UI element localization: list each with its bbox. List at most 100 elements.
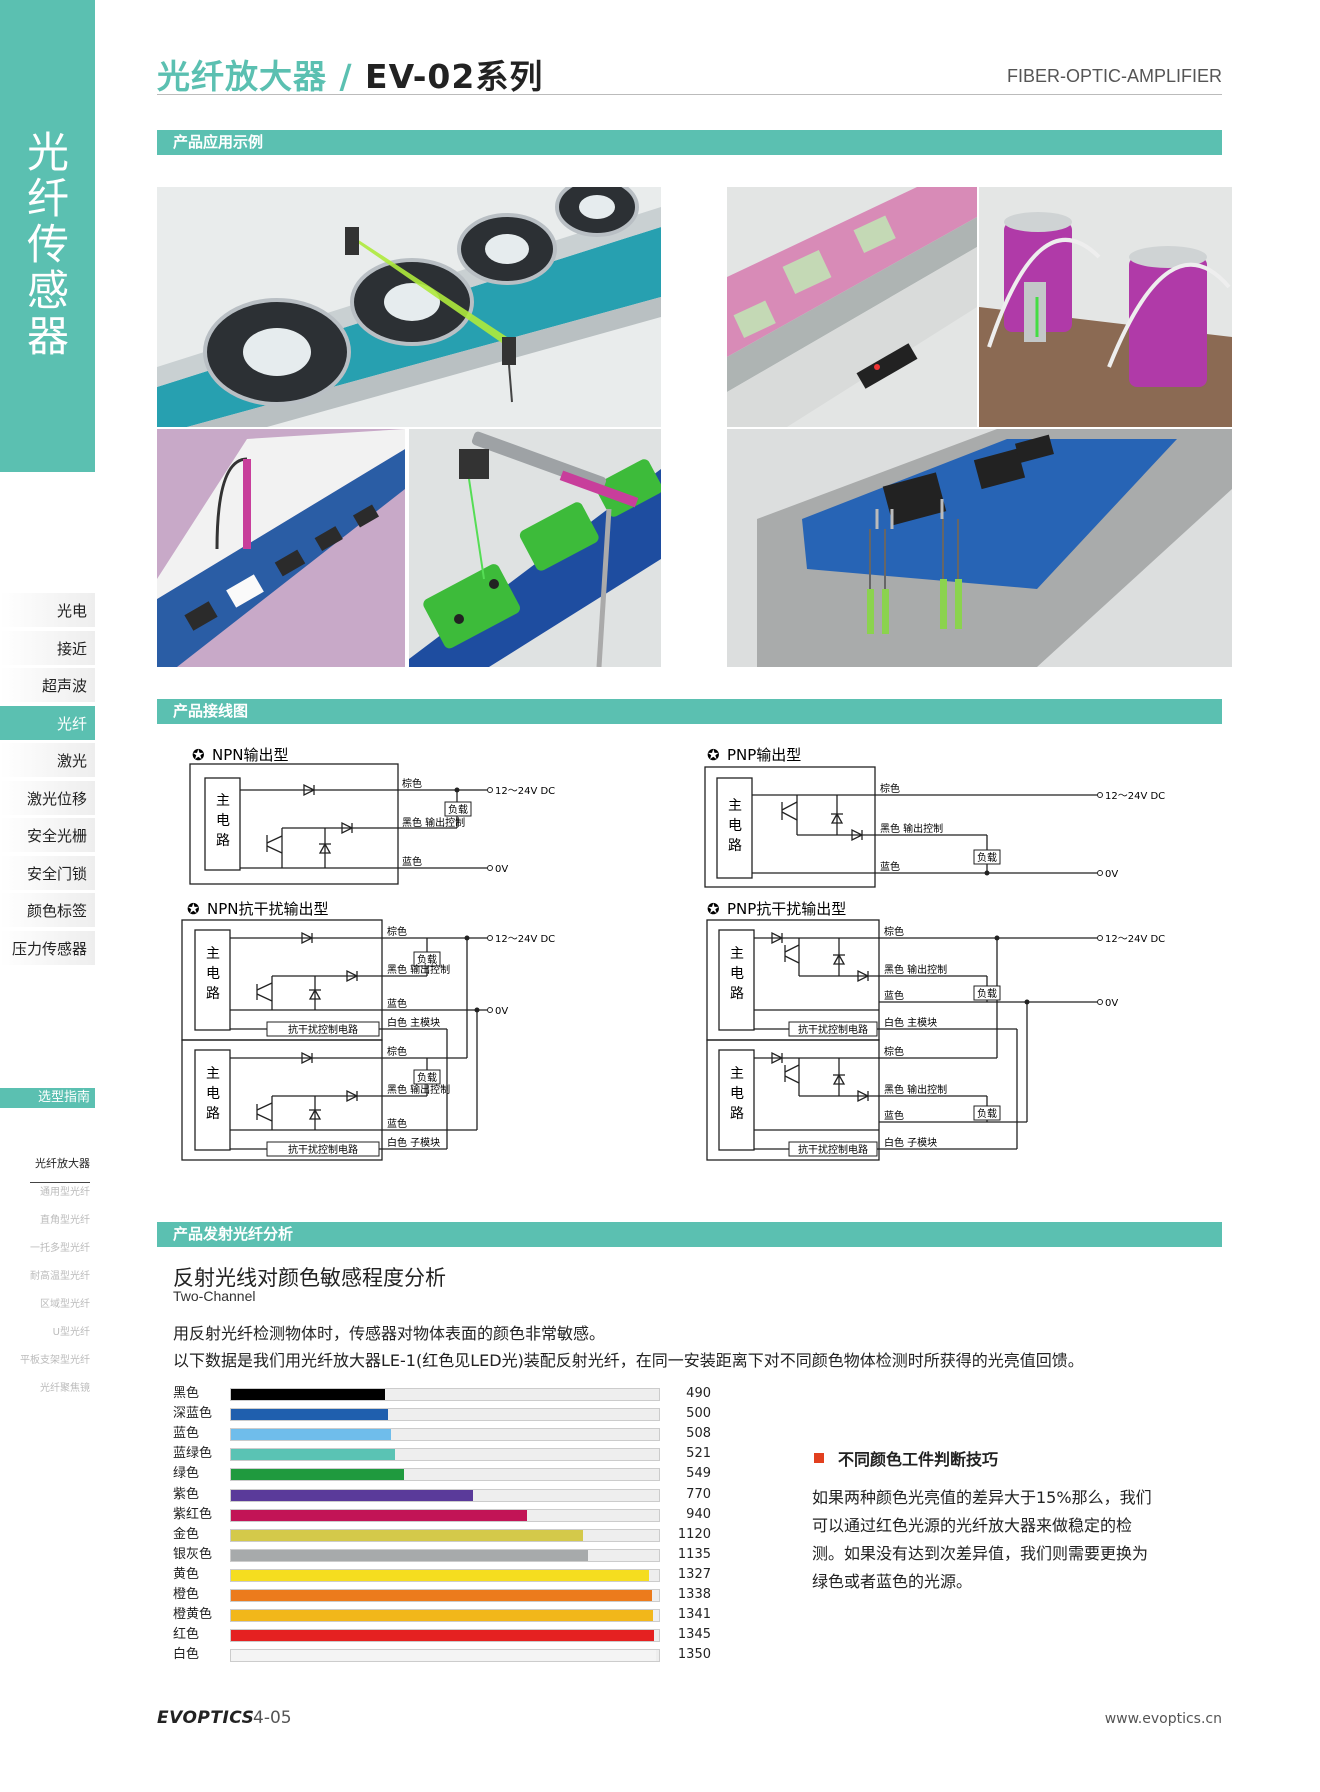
npn-ai-main-1: 主 <box>206 946 220 962</box>
photo-ic-chips <box>727 429 1232 667</box>
selection-guide-item[interactable]: 光纤聚焦镜 <box>40 1383 90 1394</box>
brightness-track <box>230 1488 660 1502</box>
npn-ai-white-main: 白色 主模块 <box>387 1016 440 1029</box>
sidebar-nav-item[interactable]: 接近 <box>0 630 95 667</box>
sidebar-nav-item[interactable]: 压力传感器 <box>0 930 95 967</box>
brightness-value: 1135 <box>677 1546 711 1562</box>
brightness-track <box>230 1468 660 1482</box>
sidebar-nav-item[interactable]: 安全光栅 <box>0 818 95 854</box>
photo-bearings-conveyor <box>157 187 661 427</box>
brightness-label: 绿色 <box>173 1466 200 1482</box>
brightness-value: 508 <box>686 1426 711 1442</box>
brightness-bar <box>231 1610 654 1622</box>
pnp-main-3: 路 <box>728 838 742 854</box>
tip-title: 不同颜色工件判断技巧 <box>812 1446 998 1470</box>
npn-ai-diagram: ✪ NPN抗干扰输出型 主 电 路 <box>181 900 555 1160</box>
photo-pcb-conveyor <box>727 187 977 427</box>
pnp-ai-blue-1: 蓝色 <box>884 989 904 1002</box>
pnp-blue: 蓝色 <box>880 860 900 873</box>
selection-guide-item[interactable]: U型光纤 <box>52 1327 90 1338</box>
brightness-label: 黑色 <box>173 1386 200 1401</box>
sidebar-nav-item[interactable]: 颜色标签 <box>0 893 95 929</box>
page-number: 4-05 <box>253 1708 292 1728</box>
pnp-heading: PNP输出型 <box>727 746 801 764</box>
brightness-value: 521 <box>686 1446 711 1462</box>
pnp-ai-brown-2: 棕色 <box>884 1045 904 1058</box>
sidebar-nav-item[interactable]: 激光 <box>0 743 95 779</box>
pnp-ai-load-2: 负载 <box>977 1107 997 1120</box>
sidebar-nav-item[interactable]: 光纤 <box>0 705 95 742</box>
brightness-label: 橙黄色 <box>173 1607 213 1623</box>
pnp-ai-brown-1: 棕色 <box>884 925 904 938</box>
pnp-ai-main-1: 主 <box>730 946 744 962</box>
brightness-track <box>230 1568 660 1582</box>
sidebar-category-title: 光纤传感器 <box>26 128 69 361</box>
npn-ai-load-1: 负载 <box>417 953 437 966</box>
brightness-track <box>230 1508 660 1522</box>
brightness-label: 紫红色 <box>173 1506 213 1522</box>
page-title: 光纤放大器 / EV-02系列 <box>157 50 543 98</box>
pnp-brown: 棕色 <box>880 782 900 795</box>
brightness-bar <box>231 1489 474 1501</box>
section-wiring-heading: 产品接线图 <box>157 699 1222 724</box>
selection-guide-item[interactable]: 平板支架型光纤 <box>20 1355 90 1366</box>
brightness-label: 蓝色 <box>173 1426 200 1442</box>
selection-guide-item[interactable]: 耐高温型光纤 <box>30 1271 90 1282</box>
brightness-label: 黄色 <box>173 1566 200 1582</box>
pnp-zero: 0V <box>1105 869 1118 880</box>
brightness-value: 770 <box>686 1486 711 1502</box>
npn-ai-load-2: 负载 <box>417 1071 437 1084</box>
brightness-value: 1327 <box>677 1566 711 1582</box>
sidebar-nav-item[interactable]: 激光位移 <box>0 780 95 817</box>
brightness-label: 蓝绿色 <box>173 1446 213 1462</box>
pnp-ai-main-3: 路 <box>730 986 744 1002</box>
brightness-value: 1345 <box>677 1627 711 1643</box>
selection-guide-heading: 选型指南 <box>0 1088 95 1108</box>
brightness-bar <box>231 1429 391 1441</box>
npn-ai-white-sub: 白色 子模块 <box>387 1136 440 1149</box>
brightness-bar <box>231 1509 527 1521</box>
npn-ai-blue-1: 蓝色 <box>387 997 407 1010</box>
pnp-ai-supply: 12～24V DC <box>1105 934 1165 945</box>
selection-guide-item[interactable]: 直角型光纤 <box>40 1215 90 1226</box>
brightness-track <box>230 1388 660 1401</box>
selection-guide-item[interactable]: 一托多型光纤 <box>30 1243 90 1254</box>
analysis-text-line-2: 以下数据是我们用光纤放大器LE-1(红色见LED光)装配反射光纤，在同一安装距离… <box>173 1351 1084 1370</box>
sidebar-nav-item[interactable]: 安全门锁 <box>0 855 95 892</box>
analysis-text-line-1: 用反射光纤检测物体时，传感器对物体表面的颜色非常敏感。 <box>173 1324 606 1343</box>
selection-guide-item[interactable]: 区域型光纤 <box>40 1299 90 1310</box>
sidebar-nav-item[interactable]: 超声波 <box>0 668 95 704</box>
npn-ai-circuit-1: 抗干扰控制电路 <box>288 1023 358 1036</box>
pnp-ai-blue-2: 蓝色 <box>884 1109 904 1122</box>
brightness-bar <box>231 1650 656 1662</box>
npn-main-1: 主 <box>216 793 230 809</box>
sidebar-nav-item[interactable]: 光电 <box>0 593 95 629</box>
brightness-row: 蓝绿色 521 <box>173 1444 733 1464</box>
brightness-track <box>230 1528 660 1542</box>
brightness-track <box>230 1589 660 1602</box>
pnp-ai-black-2: 黑色 输出控制 <box>884 1083 947 1096</box>
guide-divider <box>30 1182 90 1183</box>
selection-guide-item[interactable]: 光纤放大器 <box>35 1157 90 1170</box>
sidebar-category-block: 光纤传感器 <box>0 0 95 472</box>
photo-cans-conveyor <box>979 187 1232 427</box>
brightness-track <box>230 1448 660 1462</box>
npn-main-3: 路 <box>216 833 230 849</box>
npn-ai-black-1: 黑色 输出控制 <box>387 963 450 976</box>
photo-label-detection <box>157 429 405 667</box>
pnp-ai-circuit-1: 抗干扰控制电路 <box>798 1023 868 1036</box>
brightness-label: 金色 <box>173 1526 200 1542</box>
pnp-ai-black-1: 黑色 输出控制 <box>884 963 947 976</box>
tip-marker-icon <box>814 1453 824 1463</box>
selection-guide-item[interactable]: 通用型光纤 <box>40 1187 90 1198</box>
npn-ai-blue-2: 蓝色 <box>387 1117 407 1130</box>
brightness-bar <box>231 1469 404 1481</box>
pnp-main-2: 电 <box>728 818 742 834</box>
tip-text: 如果两种颜色光亮值的差异大于15%那么，我们可以通过红色光源的光纤放大器来做稳定… <box>812 1488 1152 1591</box>
